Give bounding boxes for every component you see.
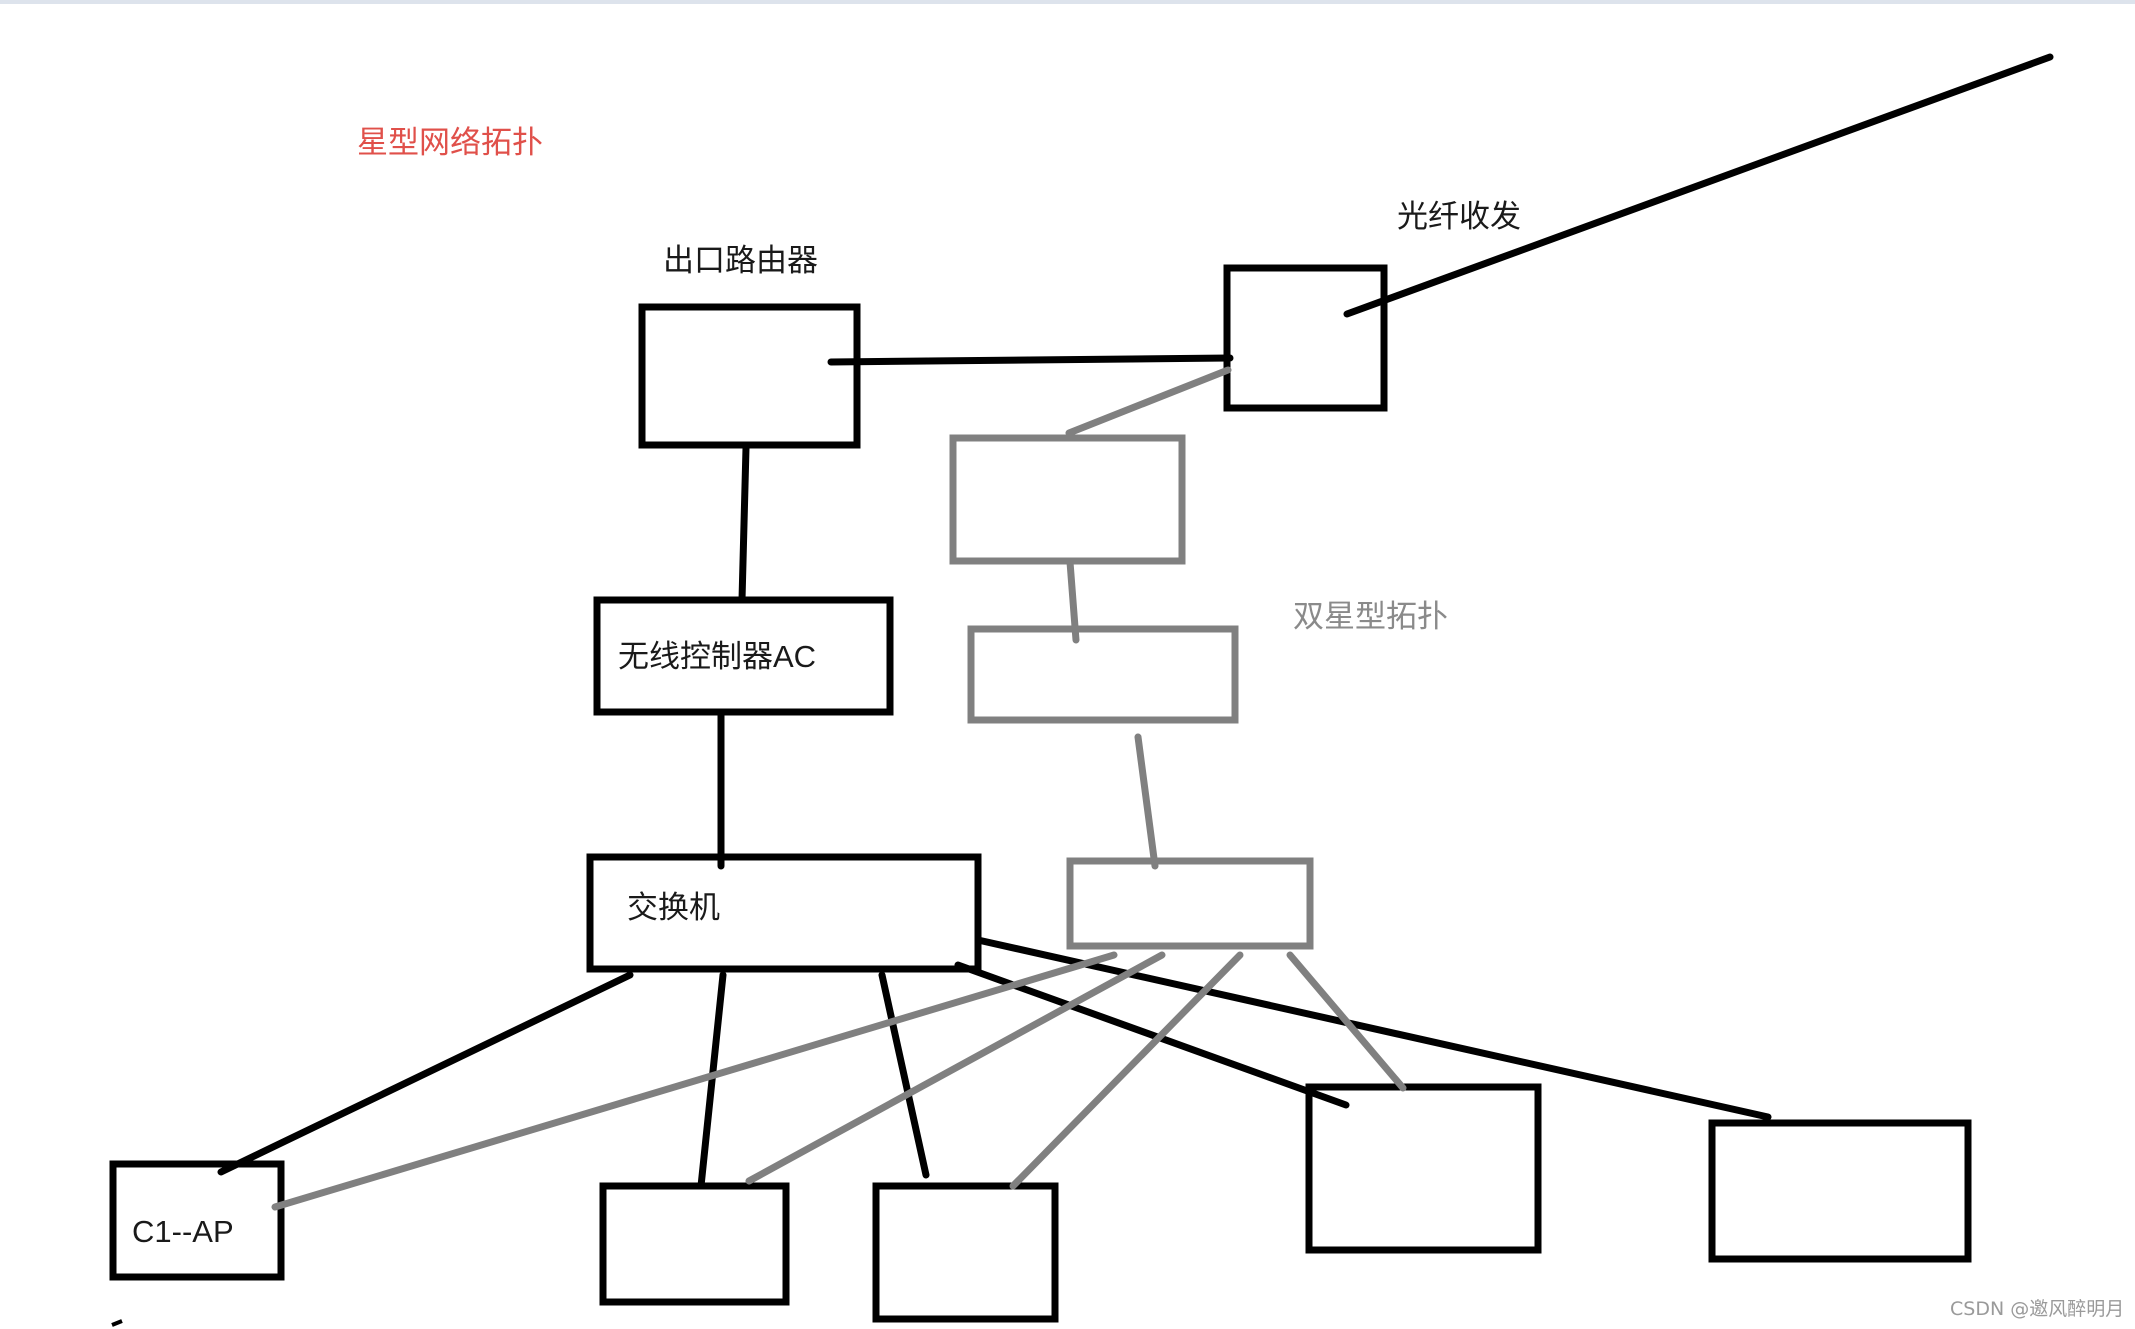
endpoint-box-1 [599, 1182, 790, 1306]
primary-star-network [109, 53, 2054, 1323]
ac-label: 无线控制器AC [618, 639, 817, 674]
router-label: 出口路由器 [663, 243, 818, 278]
switch-endpoint1-link [697, 971, 727, 1190]
router-fiber-link [827, 354, 1234, 366]
secondary-switch-endpoint3-link [1286, 951, 1407, 1092]
router-ac-link [738, 444, 750, 604]
switch-label: 交换机 [627, 890, 720, 925]
fiber-secondary-router-link [1065, 366, 1232, 437]
secondary-switch-box [1066, 857, 1314, 950]
ap-label: C1--AP [132, 1214, 234, 1249]
stray-mark [111, 1319, 123, 1327]
uplink-line [1343, 53, 2054, 318]
ap-box [109, 1160, 285, 1281]
secondary-ac-switch-link [1134, 733, 1159, 870]
secondary-router-box [949, 434, 1186, 565]
secondary-switch-ap-link [271, 951, 1118, 1211]
switch-endpoint4-link [974, 936, 1772, 1121]
secondary-ac-box [967, 625, 1239, 724]
secondary-router-ac-link [1066, 558, 1080, 644]
fiber-label: 光纤收发 [1397, 199, 1521, 234]
endpoint-box-2 [872, 1182, 1059, 1323]
switch-ap-link [217, 971, 634, 1176]
endpoint-box-4 [1708, 1119, 1972, 1263]
switch-endpoint3-link [954, 961, 1350, 1109]
dual-star-topology-title: 双星型拓扑 [1293, 599, 1448, 634]
secondary-switch-endpoint1-link [745, 951, 1166, 1185]
top-border [0, 0, 2135, 4]
fiber-box [1223, 264, 1388, 412]
star-topology-title: 星型网络拓扑 [357, 125, 543, 160]
csdn-watermark: CSDN @邀风醉明月 [1950, 1298, 2125, 1320]
switch-endpoint2-link [878, 971, 930, 1179]
secondary-star-network [271, 366, 1407, 1211]
secondary-switch-endpoint2-link [1009, 951, 1244, 1190]
router-box [638, 303, 861, 449]
switch-box [586, 853, 982, 973]
endpoint-box-3 [1305, 1083, 1542, 1254]
